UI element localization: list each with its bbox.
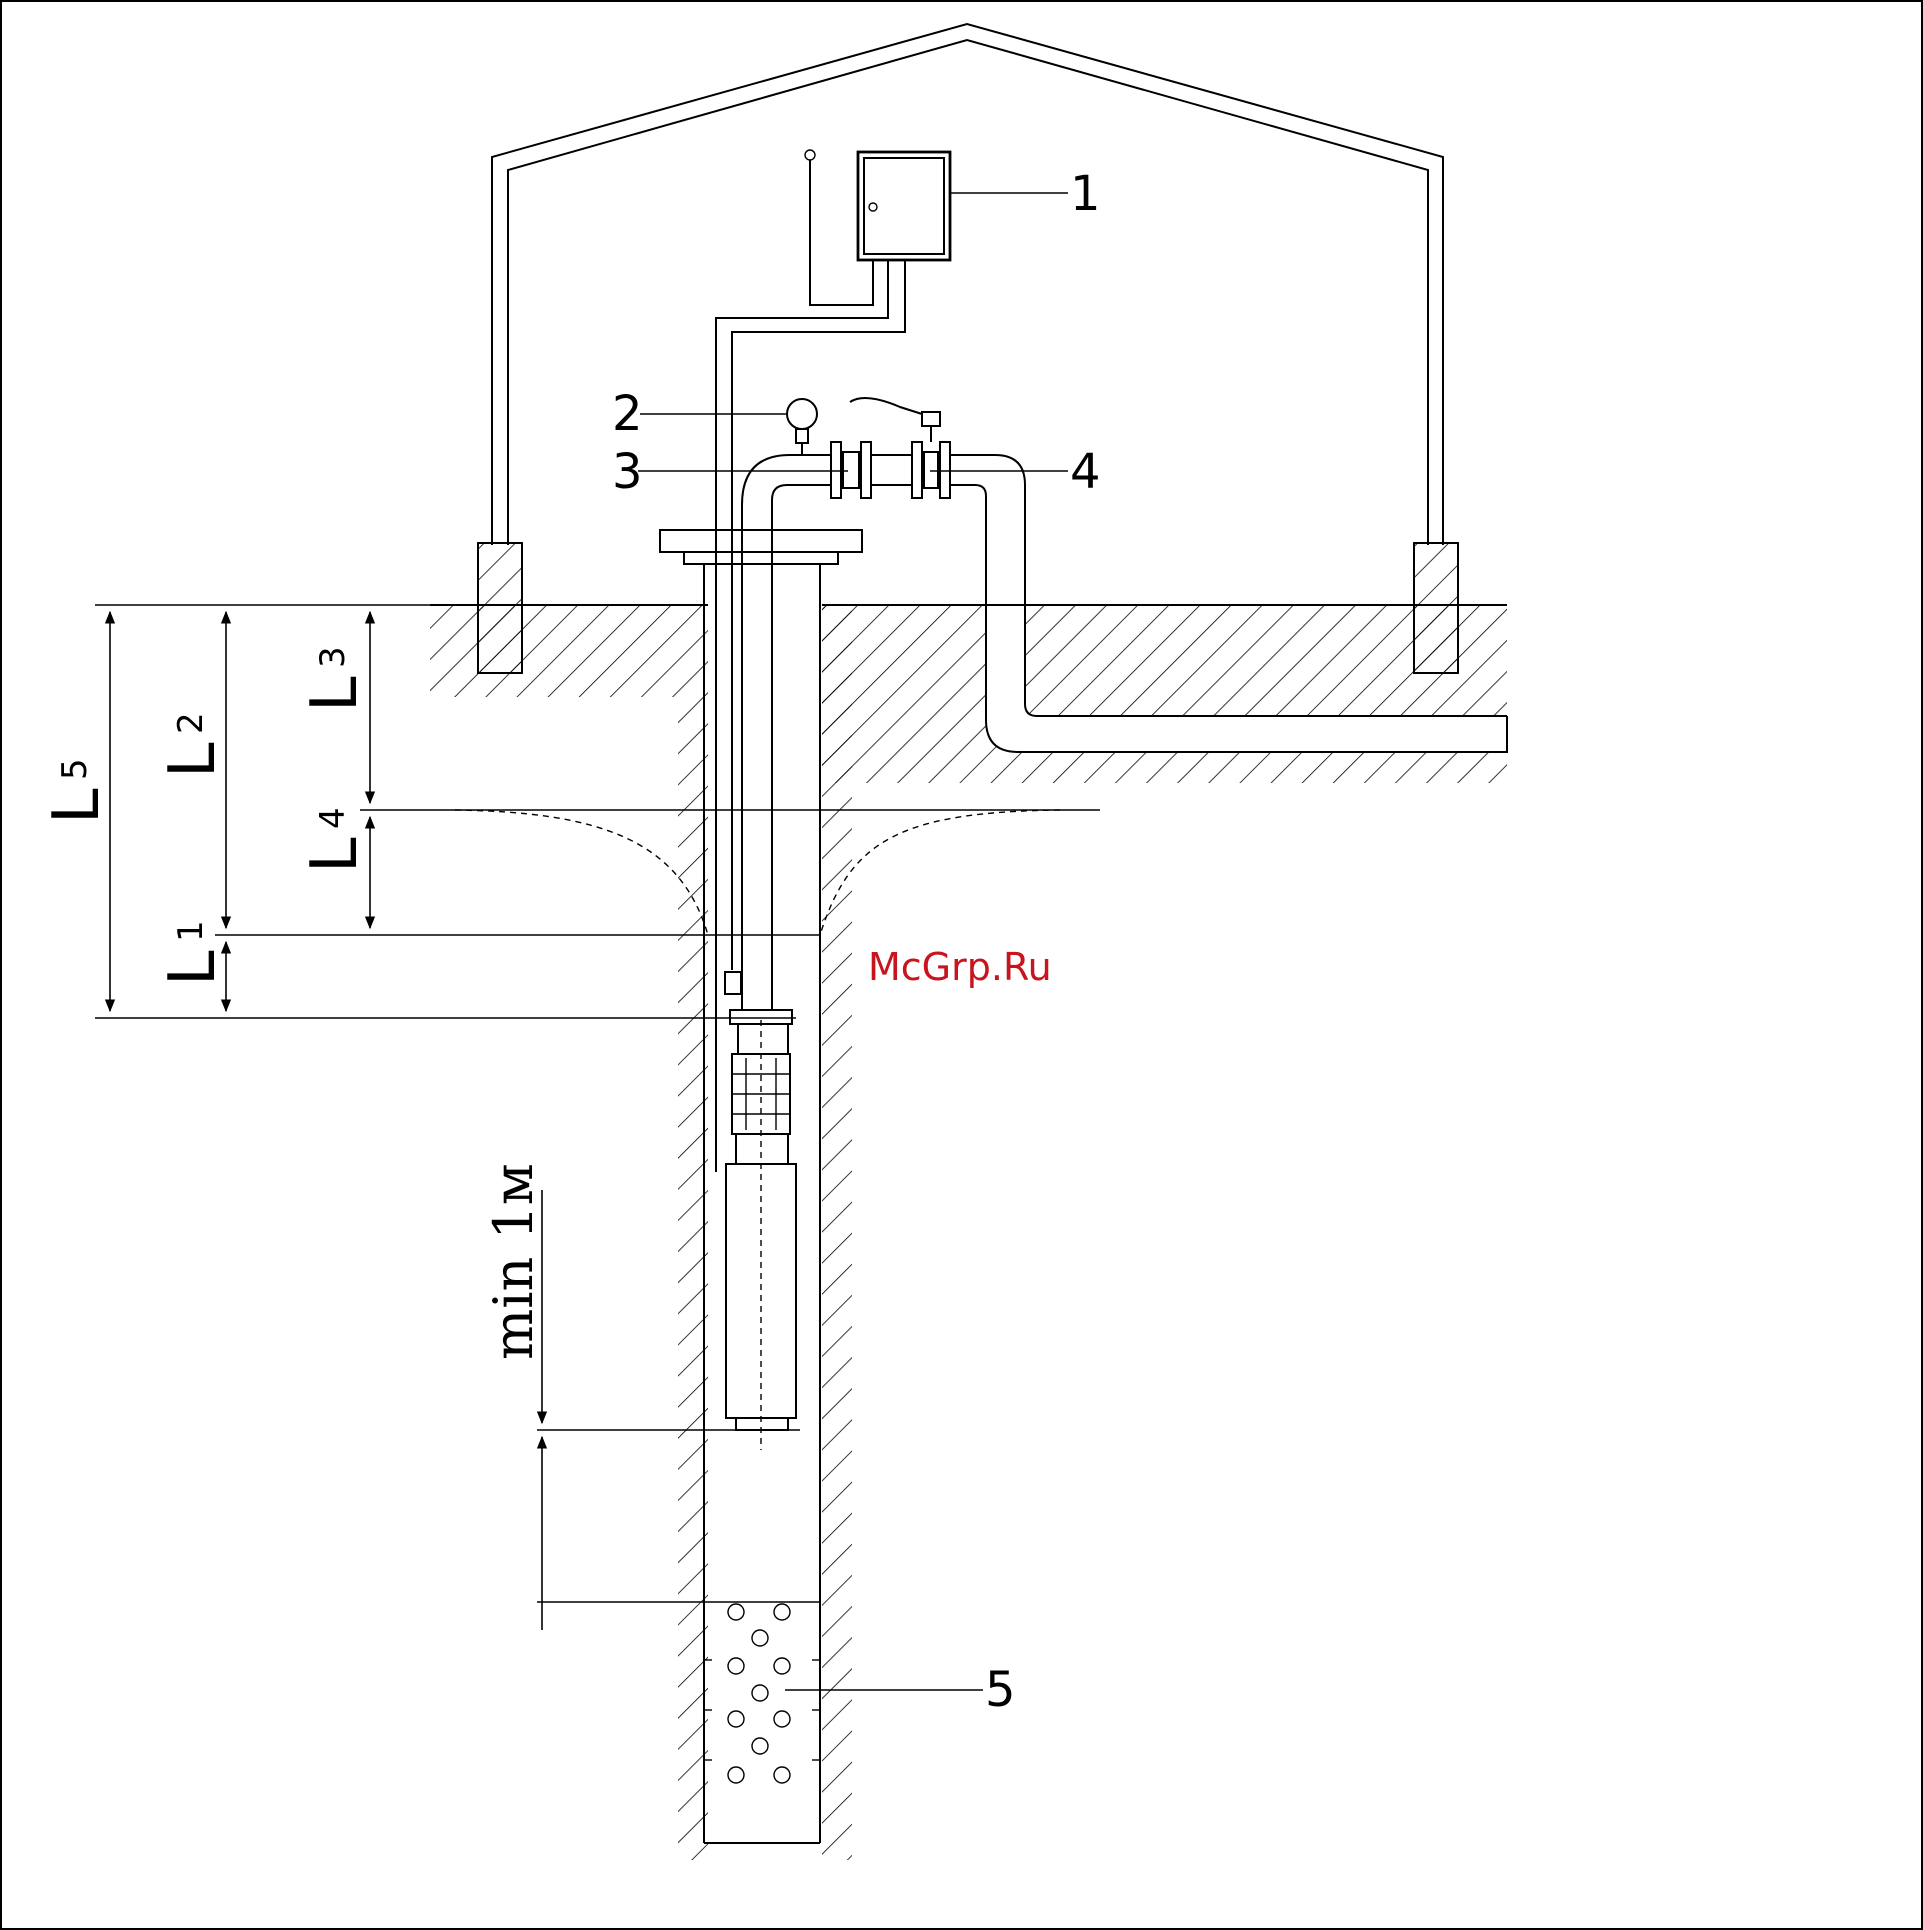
check-valve-body [843, 452, 859, 488]
svg-text:3: 3 [313, 646, 353, 668]
pump-house-building [478, 24, 1458, 673]
svg-text:L: L [298, 676, 372, 712]
depression-cone-right [820, 810, 1060, 935]
label-L4: L 4 [298, 807, 372, 873]
depression-cone-left [455, 810, 708, 935]
ground-hatch-right [822, 605, 1507, 783]
ground-hatch-left [430, 605, 678, 697]
svg-text:5: 5 [55, 758, 95, 780]
callout-4: 4 [1070, 444, 1101, 500]
ground [430, 605, 1507, 1860]
well-head-collar [684, 552, 838, 564]
pump-intake [736, 1134, 788, 1164]
gate-valve-flange-left [912, 442, 922, 498]
svg-text:L: L [40, 788, 114, 824]
svg-text:4: 4 [313, 807, 353, 829]
submersible-pump [726, 1010, 796, 1450]
label-L2: L 2 [156, 712, 230, 778]
label-min-1m: min 1м [482, 1163, 545, 1360]
svg-text:L: L [156, 742, 230, 778]
check-valve-flange-right [861, 442, 871, 498]
callout-1: 1 [1070, 166, 1101, 222]
label-L5: L 5 [40, 758, 114, 824]
svg-text:1: 1 [171, 920, 211, 942]
gate-valve-flange-right [940, 442, 950, 498]
pump-motor [726, 1164, 796, 1418]
label-L1: L 1 [156, 920, 230, 986]
callout-5: 5 [985, 1662, 1016, 1718]
callout-2: 2 [612, 386, 643, 442]
gate-valve-body [924, 452, 938, 488]
control-box [858, 152, 950, 260]
svg-text:2: 2 [171, 712, 211, 734]
check-valve-flange-left [831, 442, 841, 498]
well-head-flange [660, 530, 862, 552]
label-L3: L 3 [298, 646, 372, 712]
svg-text:L: L [156, 950, 230, 986]
pressure-gauge-icon [787, 399, 817, 429]
watermark: McGrp.Ru [868, 945, 1052, 989]
callout-3: 3 [612, 444, 643, 500]
well-wall-right [822, 605, 852, 1860]
cable-float-switch [725, 972, 741, 994]
svg-text:L: L [298, 837, 372, 873]
svg-text:min 1м: min 1м [482, 1163, 545, 1360]
